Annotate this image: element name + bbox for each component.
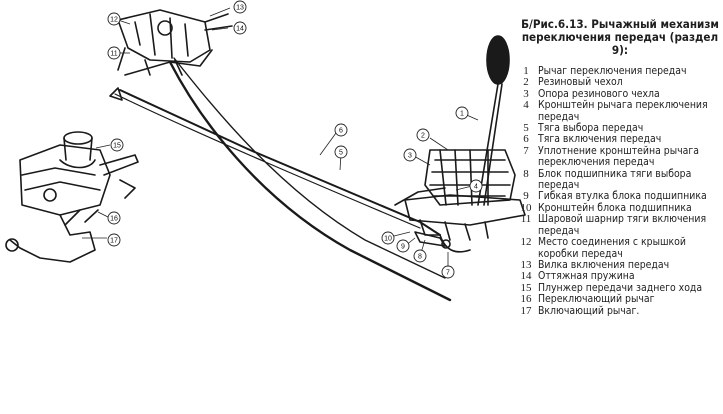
legend-text: Включающий рычаг.: [538, 304, 640, 317]
figure-caption-title: Б/Рис.6.13. Рычажный механизм переключен…: [521, 17, 719, 57]
legend-number: 15: [520, 281, 532, 294]
legend-text: Тяга выбора передач: [538, 122, 644, 135]
legend-text: Плунжер передачи заднего хода: [538, 281, 703, 294]
svg-text:17: 17: [110, 238, 118, 245]
legend-text: Место соединения с крышкой коробки перед…: [538, 236, 686, 260]
rod-end-fittings: [414, 231, 451, 249]
legend-number: 5: [523, 122, 529, 135]
legend-text: Рычаг переключения передач: [538, 65, 687, 77]
legend-item: 9 Гибкая втулка блока подшипника: [514, 190, 722, 203]
callout-15: 15: [110, 138, 124, 152]
legend-number: 7: [523, 144, 529, 157]
legend-number: 8: [523, 167, 529, 180]
callout-2: 2: [416, 128, 430, 142]
callout-markers: 1 2 3 4 5 6 7 8 9 10 11 12 13 14 15 16 1…: [107, 0, 483, 279]
legend-text: Уплотнение кронштейна рычага переключени…: [538, 144, 699, 169]
callout-16: 16: [107, 211, 121, 225]
svg-text:9: 9: [401, 244, 405, 251]
svg-text:8: 8: [418, 254, 422, 261]
callout-12: 12: [107, 12, 121, 26]
legend-number: 13: [520, 258, 532, 271]
legend-number: 6: [523, 133, 529, 146]
legend-text: Гибкая втулка блока подшипника: [538, 190, 707, 203]
svg-text:4: 4: [474, 184, 478, 191]
callout-6: 6: [334, 123, 348, 137]
callout-8: 8: [413, 249, 427, 263]
legend-item: 7 Уплотнение кронштейна рычага переключен…: [514, 144, 722, 169]
parts-legend: 1 Рычаг переключения передач 2 Резиновый ч…: [514, 65, 722, 317]
legend-item: 16 Переключающий рычаг: [514, 293, 722, 306]
legend-item: 8 Блок подшипника тяги выбора передач: [514, 167, 722, 192]
legend-item: 14 Оттяжная пружина: [514, 270, 722, 283]
legend-number: 17: [520, 304, 532, 317]
callout-14: 14: [233, 21, 247, 35]
legend-number: 14: [520, 270, 532, 283]
svg-text:2: 2: [421, 133, 425, 140]
legend-item: 5 Тяга выбора передач: [514, 122, 722, 135]
callout-3: 3: [403, 148, 417, 162]
legend-item: 4 Кронштейн рычага переключения передач: [514, 100, 722, 123]
legend-text: Кронштейн рычага переключения передач: [538, 99, 708, 123]
callout-7: 7: [441, 265, 455, 279]
legend-text: Резиновый чехол: [538, 76, 623, 89]
callout-9: 9: [396, 239, 410, 253]
legend-text: Тяга включения передач: [538, 133, 662, 146]
legend-text: Вилка включения передач: [538, 258, 670, 271]
callout-11: 11: [107, 46, 121, 60]
legend-number: 3: [523, 87, 529, 100]
callout-10: 10: [381, 231, 395, 245]
svg-text:15: 15: [113, 143, 121, 150]
legend-item: 1 Рычаг переключения передач: [514, 65, 722, 77]
legend-item: 6 Тяга включения передач: [514, 133, 722, 146]
callout-5: 5: [334, 145, 348, 159]
legend-text: Оттяжная пружина: [538, 270, 635, 283]
callout-13: 13: [233, 0, 247, 14]
legend-text: Шаровой шарнир тяги включения передач: [538, 213, 707, 237]
legend-number: 16: [520, 293, 532, 306]
svg-text:6: 6: [339, 128, 343, 135]
svg-text:7: 7: [446, 270, 450, 277]
legend-number: 10: [520, 201, 532, 214]
legend-text: Блок подшипника тяги выбора передач: [538, 167, 692, 192]
legend-item: 17 Включающий рычаг.: [514, 304, 722, 317]
legend-text: Опора резинового чехла: [538, 87, 660, 100]
legend-number: 4: [523, 99, 529, 112]
callout-1: 1: [455, 106, 469, 120]
svg-text:14: 14: [236, 26, 244, 33]
svg-text:5: 5: [339, 150, 343, 157]
legend-number: 2: [523, 76, 529, 89]
selector-detail-left: [5, 131, 139, 263]
svg-text:1: 1: [460, 111, 464, 118]
gearshift-rods: [109, 57, 452, 302]
gearbox-cover-top: [117, 9, 233, 76]
legend-item: 10 Кронштейн блока подшипника: [514, 201, 722, 214]
legend-item: 13 Вилка включения передач: [514, 258, 722, 271]
legend-number: 12: [520, 236, 532, 249]
callout-17: 17: [107, 233, 121, 247]
svg-text:11: 11: [110, 51, 117, 58]
svg-text:3: 3: [408, 153, 412, 160]
legend-text: Переключающий рычаг: [538, 293, 655, 306]
legend-text: Кронштейн блока подшипника: [538, 201, 692, 214]
svg-text:10: 10: [384, 236, 392, 243]
legend-item: 12 Место соединения с крышкой коробки пер…: [514, 236, 722, 260]
legend-item: 15 Плунжер передачи заднего хода: [514, 281, 722, 294]
legend-item: 3 Опора резинового чехла: [514, 87, 722, 100]
legend-number: 1: [523, 65, 529, 77]
svg-text:16: 16: [110, 216, 118, 223]
legend-item: 2 Резиновый чехол: [514, 76, 722, 89]
legend-number: 9: [523, 190, 529, 203]
svg-text:12: 12: [110, 17, 118, 24]
legend-number: 11: [520, 213, 532, 226]
callout-4: 4: [469, 179, 483, 193]
svg-text:13: 13: [236, 5, 244, 12]
legend-item: 11 Шаровой шарнир тяги включения передач: [514, 214, 722, 237]
